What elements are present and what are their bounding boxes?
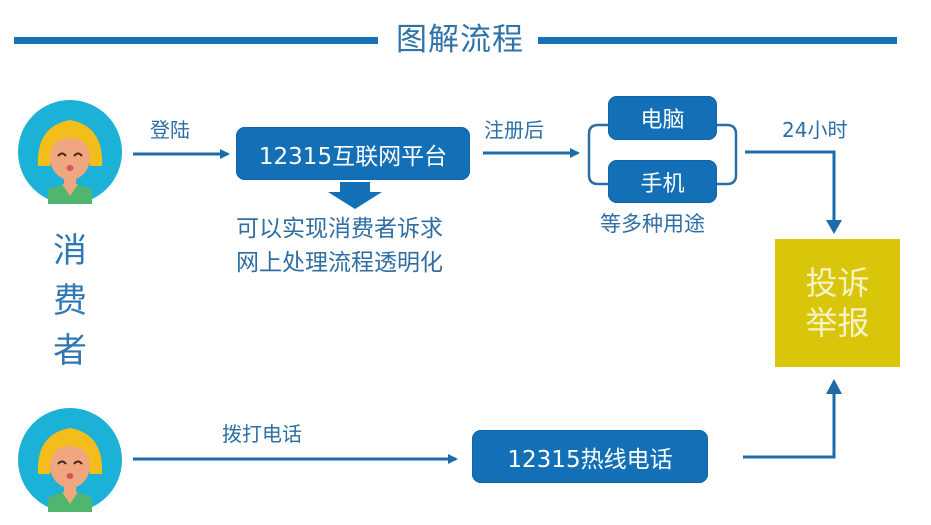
up-arrowhead	[826, 379, 842, 394]
platform-desc-line-2: 网上处理流程透明化	[236, 250, 443, 276]
consumer-avatar-icon	[18, 100, 122, 204]
device-bracket-right	[716, 123, 738, 186]
consumer-label: 消 费 者	[40, 226, 100, 376]
consumer-char-1: 消	[53, 231, 87, 271]
complaint-line-2: 举报	[805, 304, 870, 342]
consumer-avatar-icon	[18, 408, 122, 512]
24h-connector	[745, 150, 836, 222]
internet-platform-box: 12315互联网平台	[236, 127, 470, 180]
device-phone-box: 手机	[608, 160, 717, 203]
complaint-line-1: 投诉	[805, 264, 870, 302]
page-title: 图解流程	[396, 22, 524, 58]
device-computer-box: 电脑	[608, 96, 717, 140]
call-label: 拨打电话	[222, 422, 302, 446]
title-bar-left	[14, 37, 378, 44]
time-label: 24小时	[782, 118, 848, 142]
complaint-report-box: 投诉 举报	[775, 239, 900, 367]
hotline-connector	[743, 392, 836, 459]
title-bar-right	[538, 37, 897, 44]
register-label: 注册后	[484, 118, 544, 142]
hotline-box: 12315热线电话	[472, 430, 708, 483]
platform-desc-line-1: 可以实现消费者诉求	[236, 216, 443, 242]
down-arrowhead	[826, 220, 842, 234]
devices-caption: 等多种用途	[600, 212, 705, 236]
consumer-char-2: 费	[53, 281, 87, 321]
consumer-char-3: 者	[53, 331, 87, 371]
platform-down-arrow	[328, 182, 382, 209]
device-bracket-left	[587, 123, 609, 186]
login-label: 登陆	[150, 118, 190, 142]
